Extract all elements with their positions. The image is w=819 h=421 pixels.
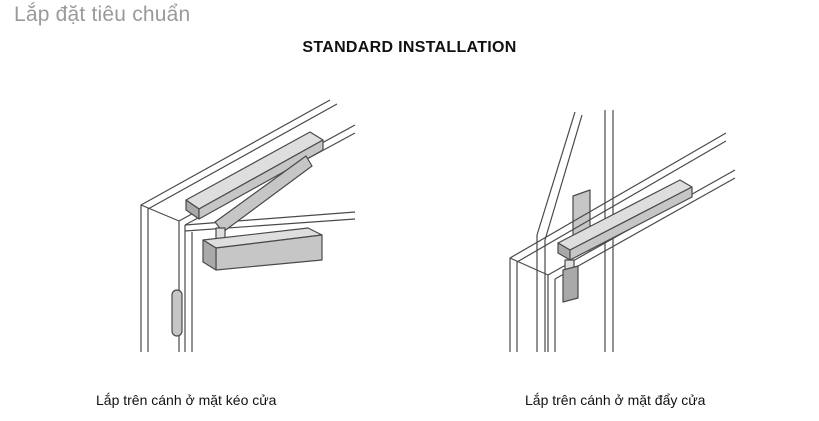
- caption-pull-side: Lắp trên cánh ở mặt kéo cửa: [96, 392, 277, 408]
- caption-push-side: Lắp trên cánh ở mặt đẩy cửa: [525, 392, 706, 408]
- push-side-illustration: [509, 110, 736, 352]
- door-leaf-top: [184, 211, 356, 226]
- door-leaf: [536, 111, 576, 352]
- closer-body: [562, 265, 579, 303]
- headline: STANDARD INSTALLATION: [302, 39, 517, 56]
- hinge: [171, 289, 183, 337]
- pull-side-illustration: [140, 99, 356, 352]
- section-title: Lắp đặt tiêu chuẩn: [14, 3, 191, 26]
- frame-outer-right: [509, 132, 727, 352]
